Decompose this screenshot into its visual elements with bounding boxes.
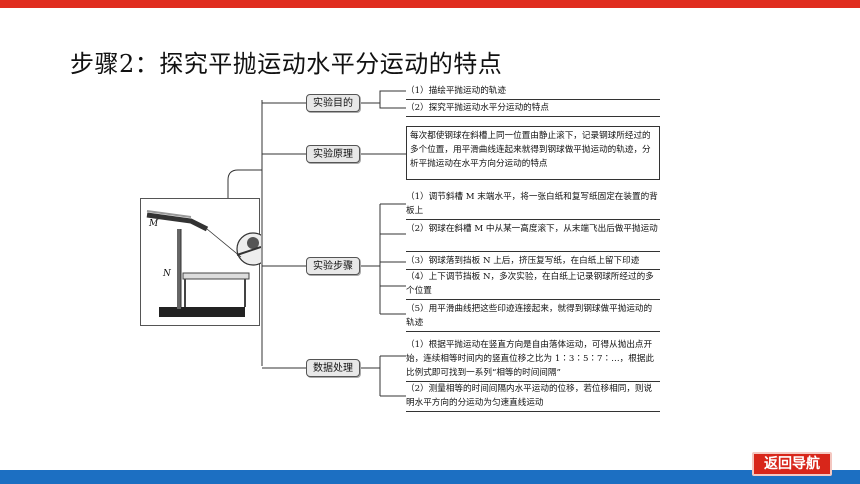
- top-accent-bar: [0, 0, 860, 8]
- steps-item-2: （2）钢球在斜槽 M 中从某一高度滚下，从末端飞出后做平抛运动: [406, 222, 660, 252]
- page-title: 步骤2：探究平抛运动水平分运动的特点: [70, 50, 503, 78]
- purpose-item-1: （1）描绘平抛运动的轨迹: [406, 84, 660, 100]
- category-steps: 实验步骤: [306, 257, 360, 275]
- category-principle: 实验原理: [306, 145, 360, 163]
- category-purpose: 实验目的: [306, 94, 360, 112]
- category-data-processing: 数据处理: [306, 359, 360, 377]
- purpose-item-2: （2）探究平抛运动水平分运动的特点: [406, 101, 660, 117]
- steps-item-5: （5）用平滑曲线把这些印迹连接起来，就得到钢球做平抛运动的轨迹: [406, 302, 660, 332]
- back-navigation-button[interactable]: 返回导航: [752, 452, 832, 476]
- label-m: M: [149, 219, 159, 229]
- steps-item-3: （3）钢球落到挡板 N 上后，挤压复写纸，在白纸上留下印迹: [406, 254, 660, 270]
- data-item-2: （2）测量相等的时间间隔内水平运动的位移，若位移相同，则说明水平方向的分运动为匀…: [406, 382, 660, 412]
- steps-item-1: （1）调节斜槽 M 末端水平，将一张白纸和复写纸固定在装置的背板上: [406, 190, 660, 220]
- label-n: N: [163, 269, 171, 279]
- principle-item: 每次都使钢球在斜槽上同一位置由静止滚下，记录钢球所经过的多个位置，用平滑曲线连起…: [406, 126, 660, 180]
- steps-item-4: （4）上下调节挡板 N，多次实验，在白纸上记录钢球所经过的多个位置: [406, 270, 660, 300]
- apparatus-illustration: M N: [140, 198, 261, 326]
- bottom-accent-bar: [0, 470, 860, 484]
- data-item-1: （1）根据平抛运动在竖直方向是自由落体运动，可得从抛出点开始，连续相等时间内的竖…: [406, 338, 660, 382]
